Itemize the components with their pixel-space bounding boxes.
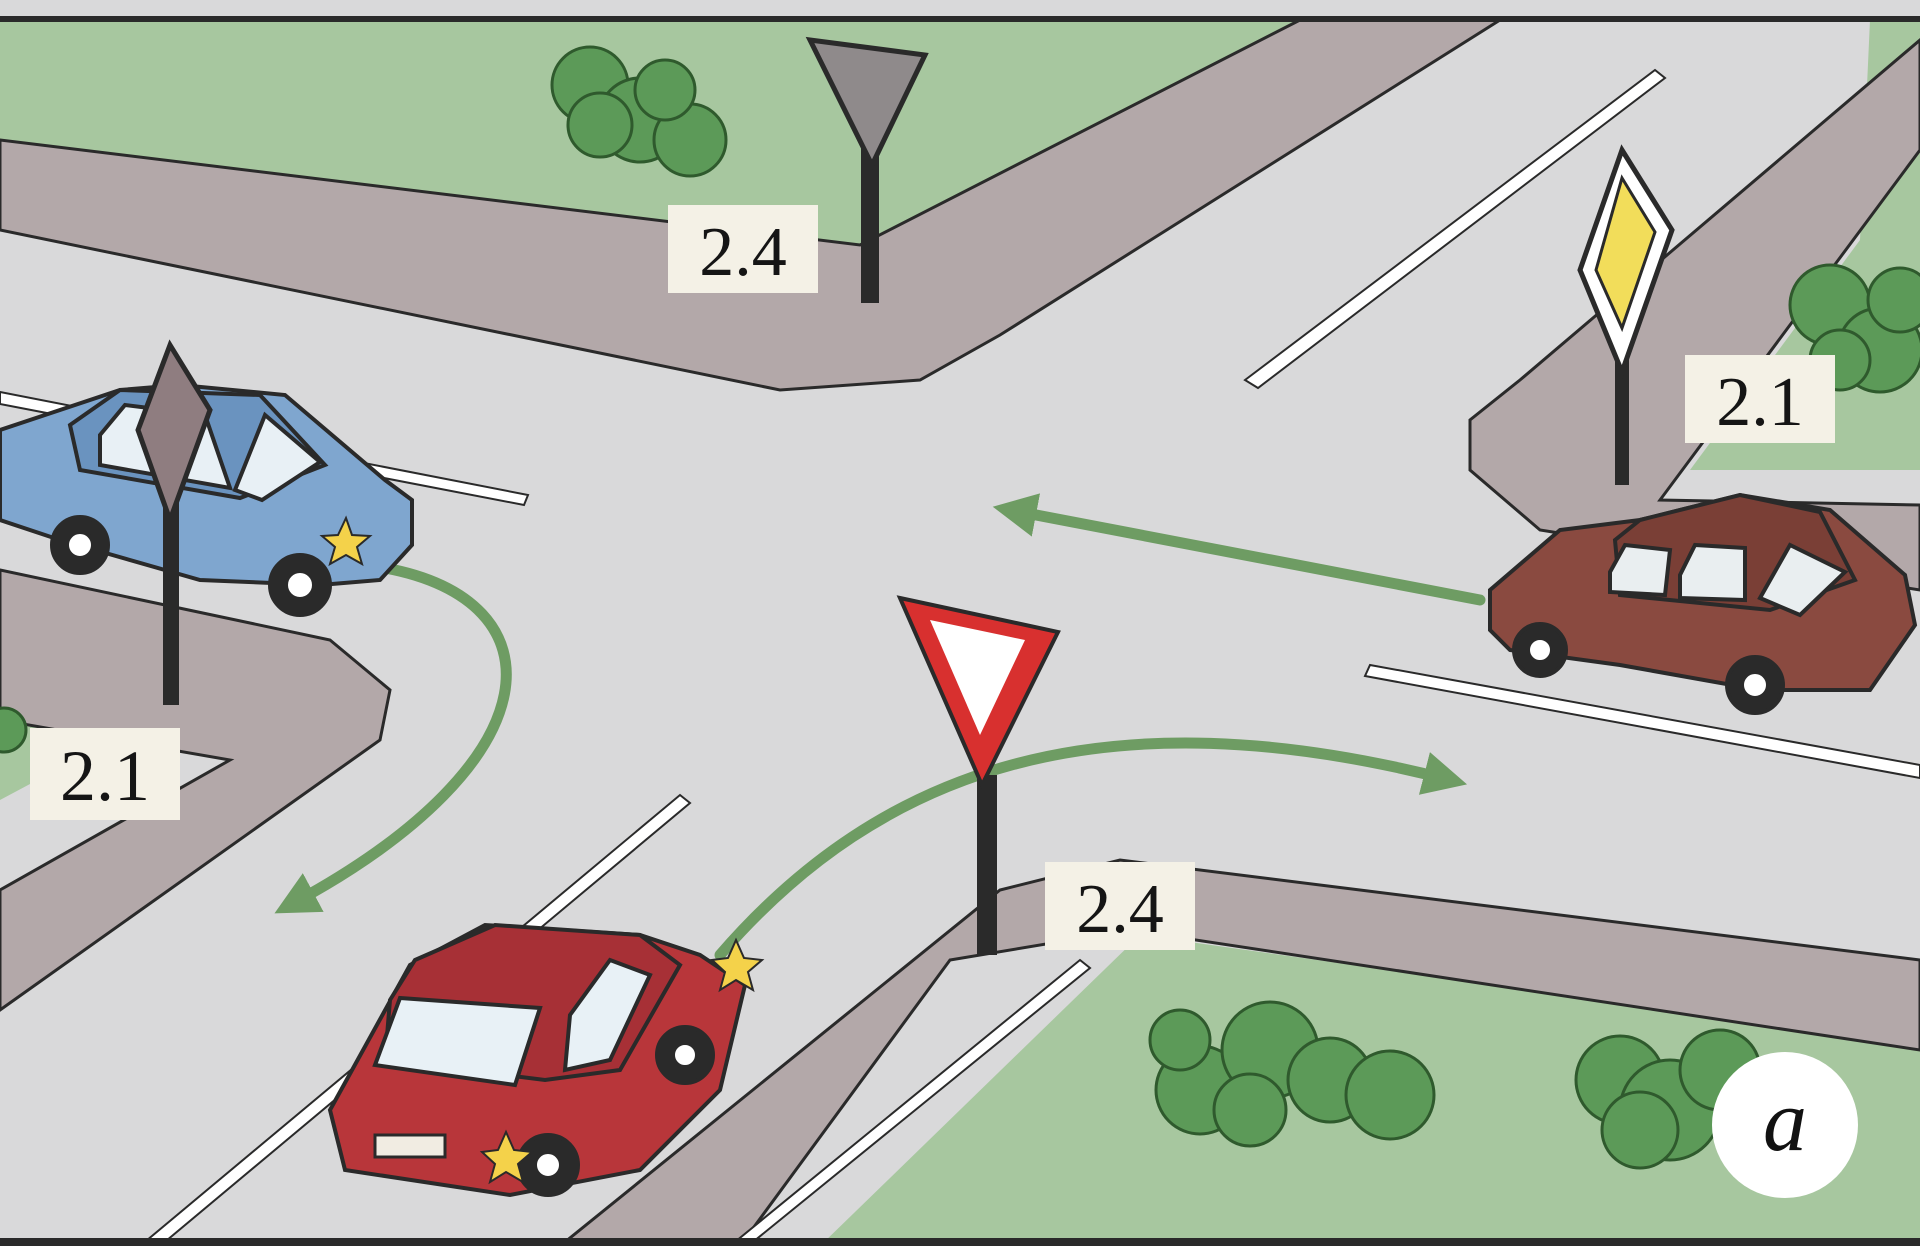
- sign-code-label-priority-left: 2.1: [30, 728, 180, 820]
- sign-code-label-yield-top: 2.4: [668, 205, 818, 293]
- sign-code-text: 2.1: [60, 736, 150, 816]
- sign-code-text: 2.4: [1076, 871, 1164, 948]
- brown-car-window-rear: [1610, 545, 1670, 595]
- sign-code-label-priority-right: 2.1: [1685, 355, 1835, 443]
- brown-car-wheel-rear-hub: [1528, 638, 1552, 662]
- sign-code-label-yield-bottom: 2.4: [1045, 862, 1195, 950]
- red-car-license-plate: [375, 1135, 445, 1157]
- frame-top: [0, 16, 1920, 22]
- blue-car-wheel-front-hub: [286, 571, 314, 599]
- blue-car-wheel-rear-hub: [67, 532, 93, 558]
- frame-bottom: [0, 1238, 1920, 1246]
- figure-badge: a: [1712, 1052, 1858, 1198]
- sign-pole: [977, 775, 997, 955]
- brown-car-wheel-front-hub: [1742, 672, 1768, 698]
- red-car-wheel-rear-hub: [673, 1043, 697, 1067]
- sign-code-text: 2.4: [699, 214, 787, 291]
- figure-badge-letter: a: [1763, 1073, 1807, 1170]
- red-car-wheel-front-hub: [535, 1152, 561, 1178]
- brown-car-window-front: [1680, 545, 1745, 600]
- sign-code-text: 2.1: [1716, 364, 1804, 441]
